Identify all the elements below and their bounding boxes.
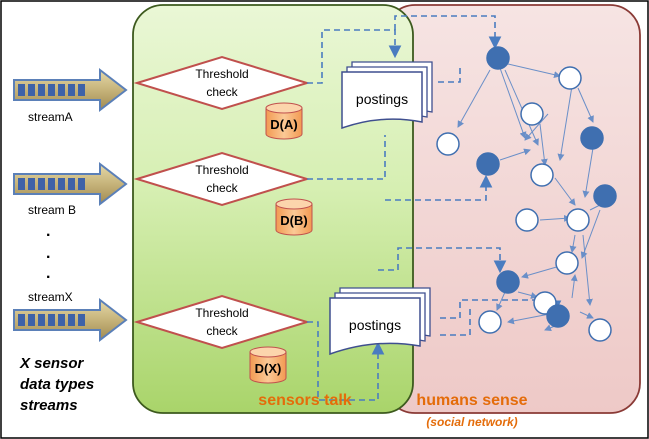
social-network-nodes xyxy=(436,46,617,342)
postings-stack-top: postings xyxy=(341,61,433,130)
node-empty xyxy=(588,318,612,342)
database-a-label: D(A) xyxy=(270,117,297,132)
database-x-icon: D(X) xyxy=(249,346,287,384)
social-network-label: (social network) xyxy=(426,415,517,429)
node-filled xyxy=(476,152,500,176)
node-empty xyxy=(558,66,582,90)
caption-line-3: streams xyxy=(20,397,78,414)
node-filled xyxy=(580,126,604,150)
database-a-icon: D(A) xyxy=(265,102,303,140)
node-empty xyxy=(436,132,460,156)
stream-x xyxy=(13,297,128,343)
ellipsis-dot-2: . xyxy=(46,245,50,262)
database-b-icon: D(B) xyxy=(275,198,313,236)
threshold-a-line2: check xyxy=(206,85,238,99)
stream-b xyxy=(13,161,128,207)
caption-line-2: data types xyxy=(20,376,94,393)
node-filled xyxy=(546,304,570,328)
stream-a xyxy=(13,67,128,113)
caption-line-1: X sensor xyxy=(19,355,85,372)
database-x-label: D(X) xyxy=(255,361,282,376)
stream-b-label: stream B xyxy=(28,203,76,217)
node-empty xyxy=(478,310,502,334)
node-filled xyxy=(486,46,510,70)
node-empty xyxy=(566,208,590,232)
postings-bottom-label: postings xyxy=(349,317,401,333)
stream-a-label: streamA xyxy=(28,110,73,124)
threshold-x-line1: Threshold xyxy=(195,306,248,320)
threshold-x-line2: check xyxy=(206,324,238,338)
database-b-label: D(B) xyxy=(280,213,307,228)
social-network-edges xyxy=(457,63,601,332)
threshold-a-line1: Threshold xyxy=(195,67,248,81)
node-filled xyxy=(593,184,617,208)
node-empty xyxy=(555,251,579,275)
stream-x-label: streamX xyxy=(28,290,73,304)
threshold-check-a: Threshold check xyxy=(133,55,311,111)
ellipsis-dot-3: . xyxy=(46,265,50,282)
data-flow-arrows xyxy=(307,15,562,401)
threshold-b-line2: check xyxy=(206,181,238,195)
ellipsis-dot-1: . xyxy=(46,223,50,240)
humans-sense-label: humans sense xyxy=(416,392,527,409)
node-empty xyxy=(530,163,554,187)
threshold-b-line1: Threshold xyxy=(195,163,248,177)
postings-top-label: postings xyxy=(356,91,408,107)
node-empty xyxy=(520,102,544,126)
postings-stack-bottom: postings xyxy=(329,287,431,356)
sensors-talk-label: sensors talk xyxy=(258,392,351,409)
node-filled xyxy=(496,270,520,294)
node-empty xyxy=(515,208,539,232)
